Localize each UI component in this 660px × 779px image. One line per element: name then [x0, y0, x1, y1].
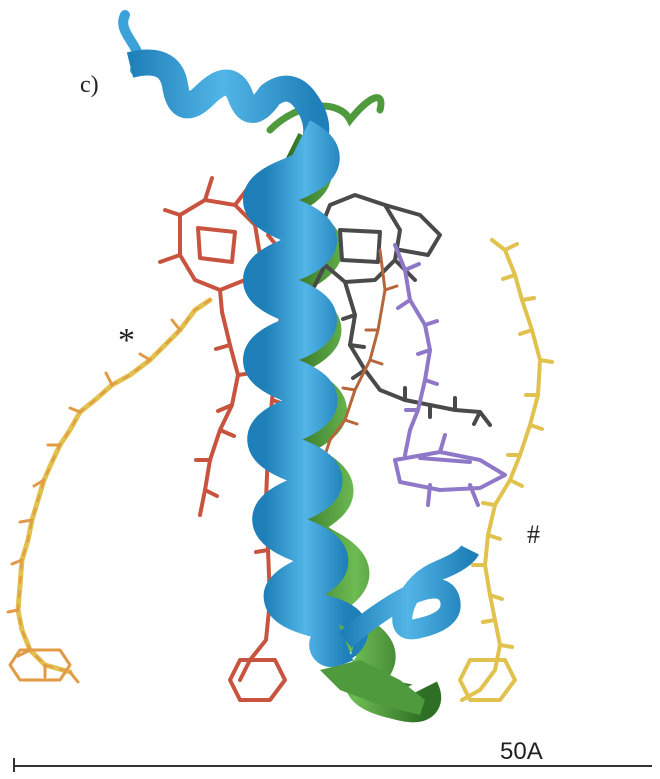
- helix-blue: [123, 15, 470, 645]
- hash-marker: #: [527, 520, 540, 550]
- carotenoid-right: [460, 240, 552, 700]
- carotenoid-left: [8, 300, 210, 682]
- scale-bar: [14, 758, 652, 772]
- chromophore-purple: [395, 245, 505, 505]
- panel-label: c): [80, 72, 99, 99]
- scale-bar-label: 50A: [500, 738, 543, 766]
- star-marker: *: [118, 322, 135, 360]
